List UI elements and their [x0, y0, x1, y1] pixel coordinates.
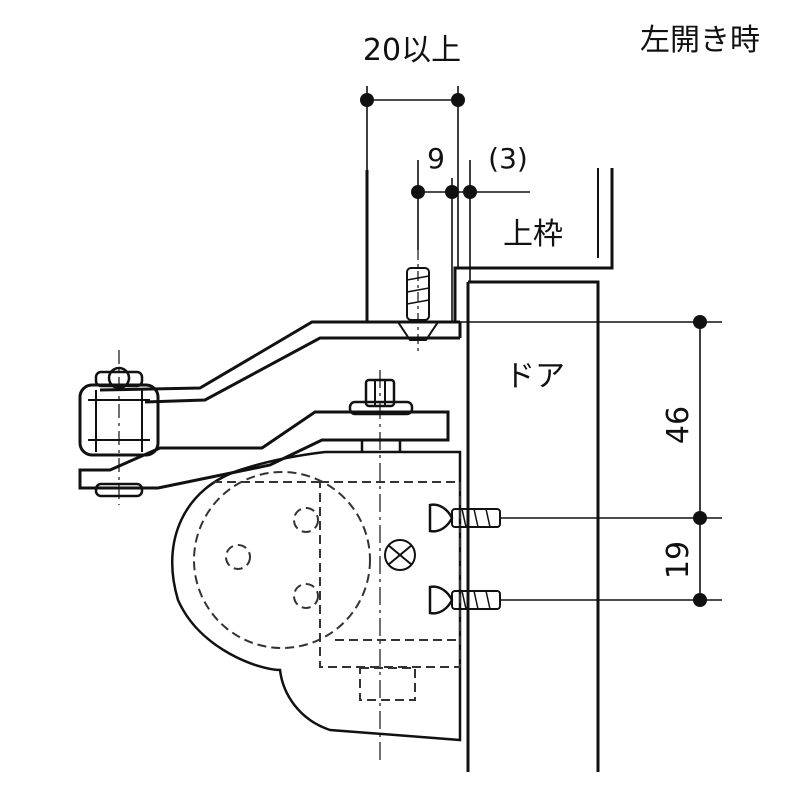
dimension-vertical: 46 19 [420, 315, 722, 607]
frame-label: 上枠 [503, 217, 563, 252]
dimension-min-clearance: 20以上 [360, 33, 465, 268]
upper-frame: 上枠 [365, 168, 614, 322]
door-label: ドア [505, 359, 565, 394]
main-arm [99, 320, 462, 404]
view-title: 左開き時 [640, 23, 760, 58]
height-19-label: 19 [661, 541, 696, 579]
height-46-label: 46 [661, 406, 696, 444]
elbow-joint [78, 350, 160, 505]
spindle-nut [348, 378, 414, 452]
dimension-offsets: 9 (3) [411, 142, 530, 322]
min-clearance-label: 20以上 [363, 33, 461, 68]
door: ドア [466, 280, 600, 772]
door-screw-lower [428, 585, 501, 615]
offset-9-label: 9 [427, 142, 445, 175]
door-screw-upper [428, 503, 501, 533]
forearm-link [78, 410, 450, 490]
closer-body [170, 370, 462, 760]
offset-3-label: (3) [488, 142, 528, 175]
